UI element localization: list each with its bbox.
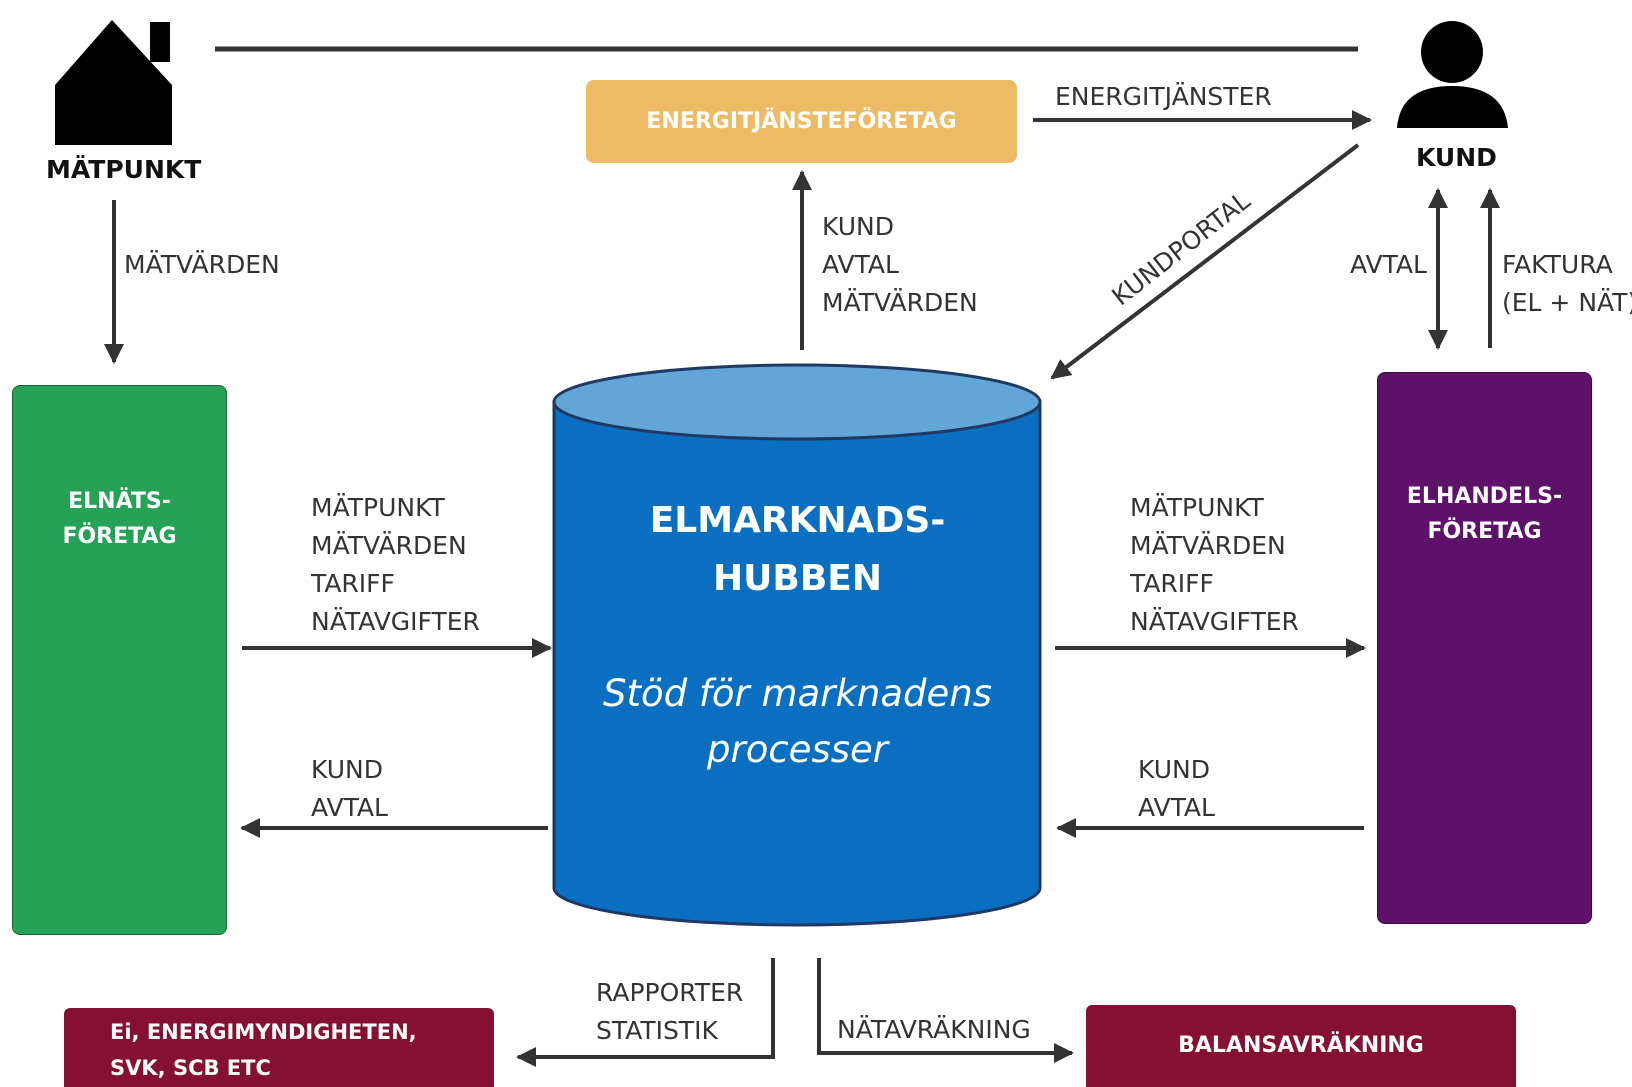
natavrakning-arrow bbox=[817, 958, 1074, 1063]
elnatsforetag-label-line1: ELNÄTS- bbox=[68, 489, 171, 514]
faktura-edge-label-line1: FAKTURA bbox=[1502, 250, 1613, 279]
edge-label-line: MÄTPUNKT bbox=[311, 493, 445, 522]
rapporter-arrow bbox=[516, 958, 775, 1067]
house-icon bbox=[55, 20, 172, 145]
elhandelsforetag-label-line1: ELHANDELS- bbox=[1406, 484, 1563, 509]
hub-subtitle-line2: processer bbox=[707, 728, 888, 771]
hub-title-line2: HUBBEN bbox=[713, 558, 882, 599]
ei-label-line2: SVK, SCB ETC bbox=[110, 1056, 271, 1080]
edge-label-line: KUND bbox=[311, 755, 383, 784]
kundportal-arrow bbox=[1050, 143, 1360, 380]
edge-label-line: TARIFF bbox=[1130, 569, 1214, 598]
elmarknadshubben-cylinder bbox=[552, 363, 1042, 927]
hub-title-line1: ELMARKNADS- bbox=[649, 500, 946, 541]
edge-label-line: AVTAL bbox=[822, 250, 899, 279]
edge-label-line: MÄTVÄRDEN bbox=[1130, 531, 1286, 560]
matvarden-edge-label: MÄTVÄRDEN bbox=[124, 250, 280, 279]
elhandelsforetag-label-line2: FÖRETAG bbox=[1427, 519, 1542, 544]
edge-label-line: KUND bbox=[822, 212, 894, 241]
energitjansteforetag-label: ENERGITJÄNSTEFÖRETAG bbox=[646, 109, 957, 134]
edge-label-line: AVTAL bbox=[311, 793, 388, 822]
hub-to-elhandel-labels: MÄTPUNKT MÄTVÄRDEN TARIFF NÄTAVGIFTER bbox=[1130, 489, 1299, 641]
hub-subtitle-line1: Stöd för marknadens bbox=[603, 672, 992, 715]
energitjanster-edge-label: ENERGITJÄNSTER bbox=[1055, 82, 1272, 111]
edge-label-line: STATISTIK bbox=[596, 1016, 718, 1045]
hub-to-elnat-labels: KUND AVTAL bbox=[311, 751, 388, 827]
up-to-energitjanst-labels: KUND AVTAL MÄTVÄRDEN bbox=[822, 208, 978, 322]
edge-label-line: RAPPORTER bbox=[596, 978, 744, 1007]
ei-energimyndigheten-box: Ei, ENERGIMYNDIGHETEN, SVK, SCB ETC bbox=[64, 1008, 494, 1087]
edge-label-line: NÄTAVGIFTER bbox=[1130, 607, 1299, 636]
edge-label-line: MÄTVÄRDEN bbox=[311, 531, 467, 560]
edge-label-line: MÄTPUNKT bbox=[1130, 493, 1264, 522]
rapporter-labels: RAPPORTER STATISTIK bbox=[596, 974, 743, 1050]
edge-label-line: MÄTVÄRDEN bbox=[822, 288, 978, 317]
balansavrakning-box: BALANSAVRÄKNING bbox=[1086, 1005, 1516, 1087]
edge-label-line: KUND bbox=[1138, 755, 1210, 784]
elnatsforetag-label-line2: FÖRETAG bbox=[62, 524, 177, 549]
edge-label-line: AVTAL bbox=[1138, 793, 1215, 822]
natavrakning-edge-label: NÄTAVRÄKNING bbox=[837, 1015, 1031, 1044]
elhandel-to-hub-labels: KUND AVTAL bbox=[1138, 751, 1215, 827]
kund-label: KUND bbox=[1416, 143, 1497, 172]
person-icon bbox=[1397, 21, 1508, 128]
avtal-edge-label: AVTAL bbox=[1350, 250, 1427, 279]
edge-label-line: NÄTAVGIFTER bbox=[311, 607, 480, 636]
elnat-to-hub-labels: MÄTPUNKT MÄTVÄRDEN TARIFF NÄTAVGIFTER bbox=[311, 489, 480, 641]
edge-label-line: TARIFF bbox=[311, 569, 395, 598]
elhandelsforetag-box: ELHANDELS- FÖRETAG bbox=[1377, 372, 1592, 924]
matpunkt-label: MÄTPUNKT bbox=[46, 155, 202, 184]
ei-label-line1: Ei, ENERGIMYNDIGHETEN, bbox=[110, 1020, 417, 1044]
elnatsforetag-box: ELNÄTS- FÖRETAG bbox=[12, 385, 227, 935]
energitjansteforetag-box: ENERGITJÄNSTEFÖRETAG bbox=[586, 80, 1017, 163]
faktura-edge-label-line2: (EL + NÄT) bbox=[1502, 288, 1632, 317]
balansavrakning-label: BALANSAVRÄKNING bbox=[1178, 1033, 1424, 1058]
